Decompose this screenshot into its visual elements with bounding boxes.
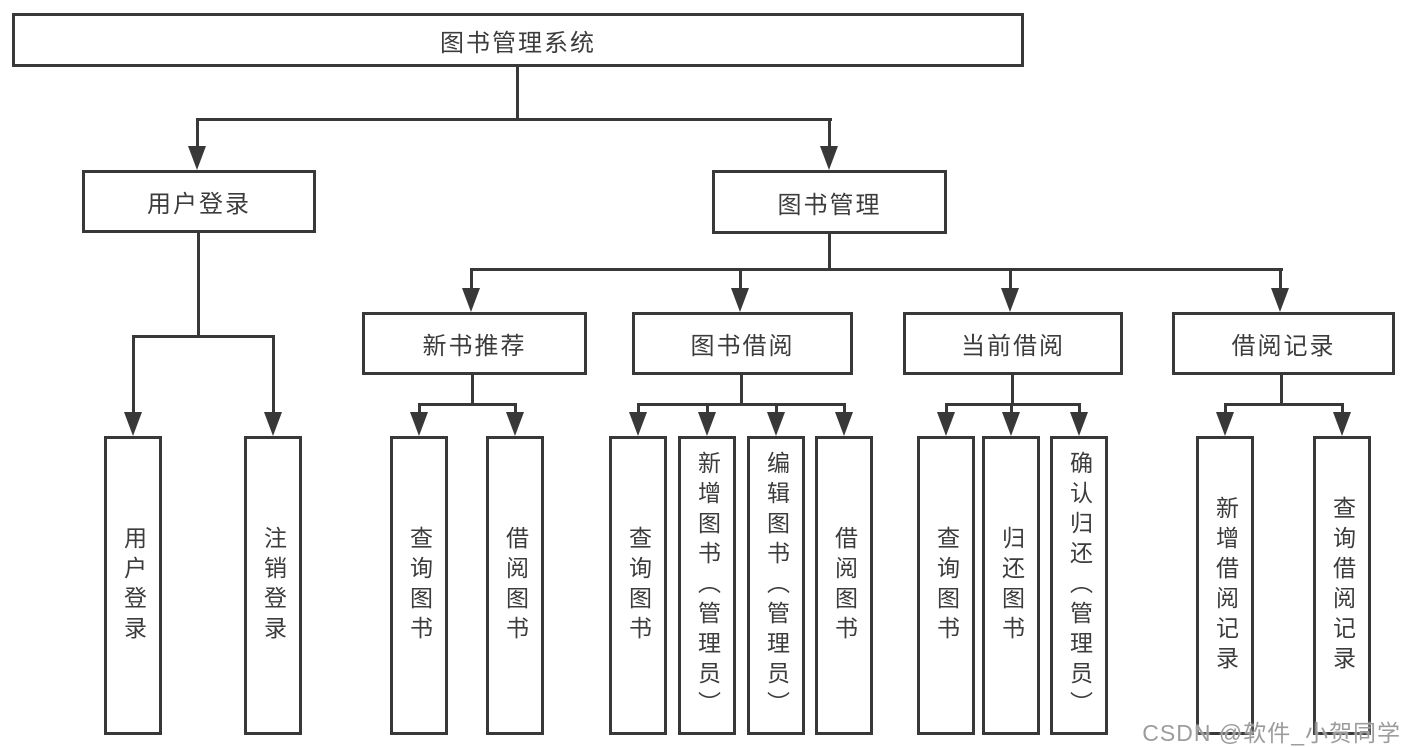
leaf-return-books: 归还图书 <box>982 436 1040 735</box>
leaf-borrow-books-2: 借阅图书 <box>815 436 873 735</box>
arrow-down-icon <box>1002 412 1020 436</box>
connector-stub <box>1009 268 1012 296</box>
connector-stub <box>470 268 473 296</box>
connector-trunk <box>197 233 200 335</box>
node-book-management: 图书管理 <box>712 170 947 234</box>
arrow-down-icon <box>506 412 524 436</box>
node-label: 图书借阅 <box>690 333 795 360</box>
connector-horizontal <box>196 118 832 121</box>
node-book-borrowing: 图书借阅 <box>632 312 853 375</box>
arrow-down-icon <box>264 412 282 436</box>
leaf-query-books-3: 查询图书 <box>917 436 975 735</box>
leaf-borrow-books: 借阅图书 <box>486 436 544 735</box>
arrow-down-icon <box>124 412 142 436</box>
connector-stub <box>828 118 831 152</box>
leaf-label: 查询图书 <box>625 525 652 646</box>
arrow-down-icon <box>1216 412 1234 436</box>
arrow-down-icon <box>188 146 206 170</box>
node-label: 图书管理系统 <box>440 29 596 57</box>
leaf-label: 查询图书 <box>933 525 960 646</box>
leaf-label: 借阅图书 <box>502 525 529 646</box>
leaf-add-borrow-record: 新增借阅记录 <box>1196 436 1254 735</box>
leaf-query-books-2: 查询图书 <box>609 436 667 735</box>
leaf-label: 查询图书 <box>406 525 433 646</box>
node-label: 用户登录 <box>147 191 251 218</box>
leaf-label: 注销登录 <box>260 525 287 646</box>
arrow-down-icon <box>1001 288 1019 312</box>
leaf-label: 新增图书（管理员） <box>694 450 721 721</box>
connector-trunk <box>828 234 831 268</box>
arrow-down-icon <box>1070 412 1088 436</box>
connector-trunk <box>1280 375 1283 403</box>
leaf-label: 编辑图书（管理员） <box>763 450 790 721</box>
arrow-down-icon <box>767 412 785 436</box>
leaf-label: 新增借阅记录 <box>1212 495 1239 676</box>
leaf-add-books-admin: 新增图书（管理员） <box>678 436 736 735</box>
node-label: 借阅记录 <box>1231 333 1336 360</box>
leaf-label: 用户登录 <box>120 525 147 646</box>
connector-stub <box>1279 268 1282 296</box>
connector-trunk <box>1011 375 1014 403</box>
arrow-down-icon <box>410 412 428 436</box>
connector-horizontal <box>132 335 275 338</box>
connector-horizontal <box>637 403 846 406</box>
arrow-down-icon <box>835 412 853 436</box>
node-user-login: 用户登录 <box>82 170 316 233</box>
arrow-down-icon <box>937 412 955 436</box>
leaf-logout: 注销登录 <box>244 436 302 735</box>
leaf-user-login: 用户登录 <box>104 436 162 735</box>
leaf-label: 归还图书 <box>998 525 1025 646</box>
arrow-down-icon <box>462 288 480 312</box>
node-library-management-system: 图书管理系统 <box>12 13 1024 67</box>
arrow-down-icon <box>698 412 716 436</box>
arrow-down-icon <box>1271 288 1289 312</box>
leaf-query-borrow-record: 查询借阅记录 <box>1313 436 1371 735</box>
connector-horizontal <box>471 268 1283 271</box>
arrow-down-icon <box>1333 412 1351 436</box>
connector-stub <box>196 118 199 152</box>
connector-trunk <box>516 67 519 118</box>
node-borrowing-records: 借阅记录 <box>1172 312 1395 375</box>
arrow-down-icon <box>820 146 838 170</box>
node-label: 当前借阅 <box>961 333 1065 360</box>
connector-stub <box>132 335 135 420</box>
csdn-watermark: CSDN @软件_小贺同学 <box>1142 720 1401 746</box>
connector-stub <box>272 335 275 420</box>
node-label: 图书管理 <box>777 191 882 219</box>
node-new-book-recommend: 新书推荐 <box>362 312 587 375</box>
node-label: 新书推荐 <box>422 333 527 360</box>
connector-horizontal <box>1224 403 1343 406</box>
arrow-down-icon <box>629 412 647 436</box>
leaf-edit-books-admin: 编辑图书（管理员） <box>747 436 805 735</box>
connector-stub <box>739 268 742 296</box>
leaf-query-books: 查询图书 <box>390 436 448 735</box>
leaf-label: 确认归还（管理员） <box>1066 450 1093 721</box>
leaf-label: 查询借阅记录 <box>1329 495 1356 676</box>
leaf-label: 借阅图书 <box>831 525 858 646</box>
connector-horizontal <box>418 403 517 406</box>
connector-trunk <box>740 375 743 403</box>
leaf-confirm-return-admin: 确认归还（管理员） <box>1050 436 1108 735</box>
node-current-borrowing: 当前借阅 <box>903 312 1123 375</box>
connector-trunk <box>471 375 474 403</box>
arrow-down-icon <box>731 288 749 312</box>
